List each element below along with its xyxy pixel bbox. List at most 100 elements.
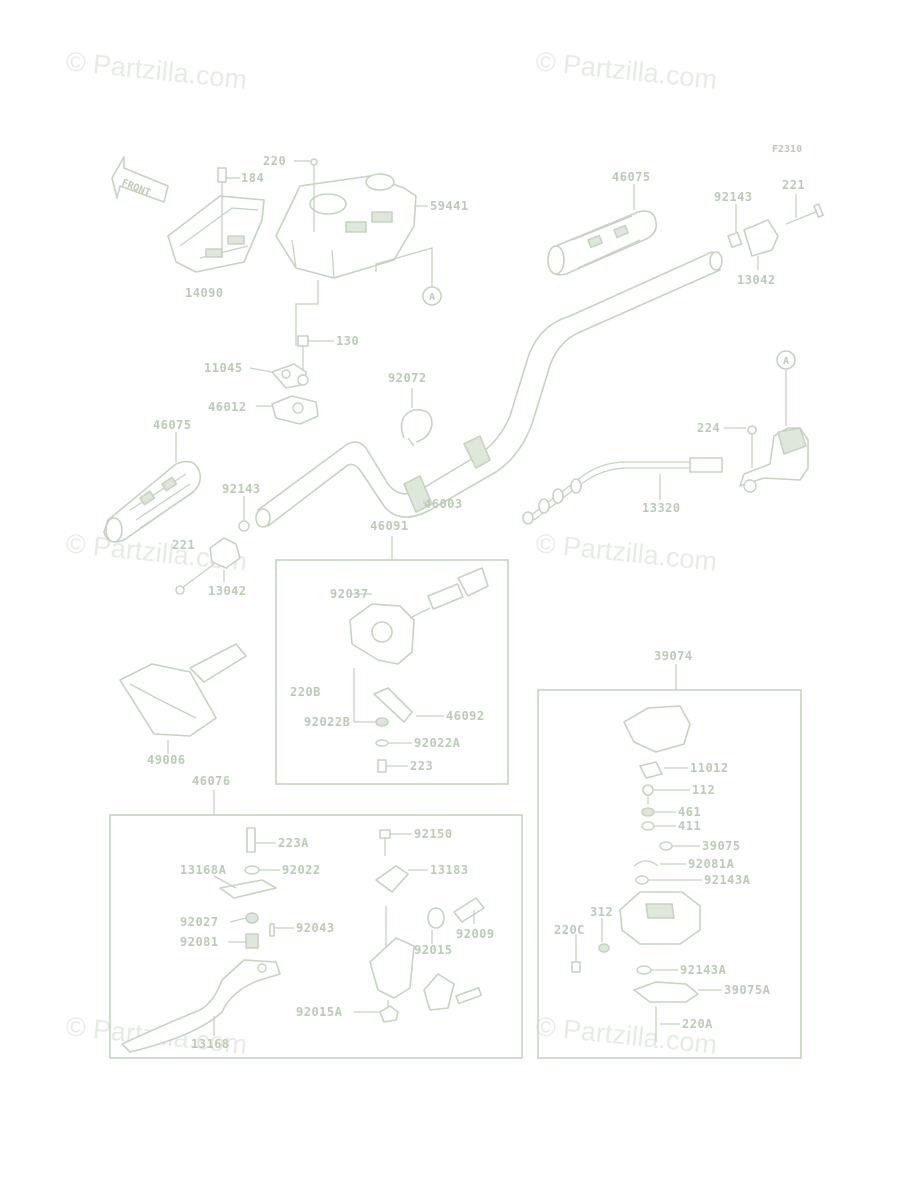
label-184: 184	[241, 171, 264, 185]
label-92022: 92022	[282, 863, 321, 877]
label-13183: 13183	[430, 863, 469, 877]
label-11012: 11012	[690, 761, 729, 775]
figure-code: F2310	[772, 144, 802, 155]
label-92081A: 92081A	[688, 857, 735, 871]
label-221-top: 221	[782, 178, 805, 192]
clamp-11045-icon	[271, 363, 309, 389]
label-13320: 13320	[642, 501, 681, 515]
label-92081: 92081	[180, 935, 219, 949]
throttle-cable-13320-icon	[522, 457, 723, 525]
lever-46092-icon	[373, 687, 413, 723]
switch-46091-icon	[349, 567, 489, 665]
grip-right-46075-icon	[547, 210, 658, 276]
label-92027: 92027	[180, 915, 219, 929]
label-224: 224	[697, 421, 720, 435]
brake-lever-13168-icon	[121, 959, 281, 1053]
switch-13183-icon	[375, 865, 409, 893]
label-46092: 46092	[446, 709, 485, 723]
callout-a-right-label: A	[783, 356, 789, 367]
label-112: 112	[692, 783, 715, 797]
label-92022B: 92022B	[304, 715, 350, 729]
lever-guard-49006-icon	[119, 643, 247, 737]
nut-92015-icon	[427, 907, 445, 929]
label-92022A: 92022A	[414, 736, 461, 750]
label-13042-top: 13042	[737, 273, 776, 287]
label-14090: 14090	[185, 286, 224, 300]
label-92043: 92043	[296, 921, 335, 935]
label-11045: 11045	[204, 361, 243, 375]
handlebar-46003-icon	[255, 251, 723, 528]
plate-13168A-icon	[219, 879, 277, 899]
label-92009: 92009	[456, 927, 495, 941]
label-13042-left: 13042	[208, 584, 247, 598]
lever-holder-icon	[369, 937, 483, 1011]
weight-13042-left-icon	[209, 537, 241, 569]
label-92015A: 92015A	[296, 1005, 343, 1019]
master-cylinder-39074-box	[537, 689, 802, 1059]
label-46012: 46012	[208, 400, 247, 414]
label-223A: 223A	[278, 836, 309, 850]
bolt-221-top-icon	[785, 203, 824, 225]
label-46075-top: 46075	[612, 170, 651, 184]
label-92037: 92037	[330, 587, 369, 601]
label-46076: 46076	[192, 774, 231, 788]
label-220: 220	[263, 154, 286, 168]
screw-92150-icon	[379, 829, 391, 839]
label-312: 312	[590, 905, 613, 919]
grip-left-46075-icon	[103, 460, 202, 543]
label-92072: 92072	[388, 371, 427, 385]
label-220A: 220A	[682, 1017, 713, 1031]
label-13168: 13168	[191, 1037, 230, 1051]
bolt-130-icon	[297, 335, 309, 372]
lever-assembly-46076-box	[109, 814, 523, 1059]
label-92150: 92150	[414, 827, 453, 841]
label-411: 411	[678, 819, 701, 833]
spring-92022B-icon	[375, 717, 389, 727]
label-59441: 59441	[430, 199, 469, 213]
label-46003: 46003	[424, 497, 463, 511]
label-92143A-lower: 92143A	[680, 963, 727, 977]
cap-39074-icon	[623, 705, 691, 753]
label-92143-left: 92143	[222, 482, 261, 496]
holder-46012-icon	[271, 395, 319, 425]
label-223: 223	[410, 759, 433, 773]
watermark-top-left: © Partzilla.com	[64, 46, 248, 95]
spring-92081-icon	[245, 933, 259, 949]
front-arrow-icon: FRONT	[111, 156, 169, 203]
label-221-left: 221	[172, 538, 195, 552]
label-92015: 92015	[414, 943, 453, 957]
watermark-top-right: © Partzilla.com	[534, 46, 718, 95]
screw-223-icon	[377, 759, 387, 773]
bolt-92009-icon	[453, 897, 485, 923]
screw-223A-icon	[246, 827, 256, 853]
label-49006: 49006	[147, 753, 186, 767]
label-220B: 220B	[290, 685, 321, 699]
label-92143A-upper: 92143A	[704, 873, 751, 887]
handlebar-cover-59441-icon	[275, 173, 417, 279]
clamp-39075A-icon	[633, 981, 699, 1003]
label-39075: 39075	[702, 839, 741, 853]
master-cylinder-body-icon	[619, 891, 701, 945]
label-39075A: 39075A	[724, 983, 771, 997]
plate-11012-icon	[639, 761, 663, 779]
label-13168A: 13168A	[180, 863, 227, 877]
throttle-housing-icon	[739, 427, 809, 493]
bolt-221-left-icon	[175, 563, 215, 595]
watermark-mid-right: © Partzilla.com	[534, 528, 718, 577]
label-461: 461	[678, 805, 701, 819]
weight-13042-top-icon	[743, 219, 779, 257]
label-46075-left: 46075	[153, 418, 192, 432]
collar-92143-top-icon	[727, 231, 743, 249]
clamp-band-92072-icon	[400, 408, 433, 447]
label-130: 130	[336, 334, 359, 348]
callout-a-right	[776, 350, 796, 370]
collar-92143-left-icon	[238, 520, 250, 532]
callout-a-top	[422, 286, 442, 306]
label-92143-top: 92143	[714, 190, 753, 204]
label-39074: 39074	[654, 649, 693, 663]
handlebar-cover-14090-icon	[167, 195, 265, 273]
label-46091: 46091	[370, 519, 409, 533]
callout-a-top-label: A	[429, 292, 435, 303]
